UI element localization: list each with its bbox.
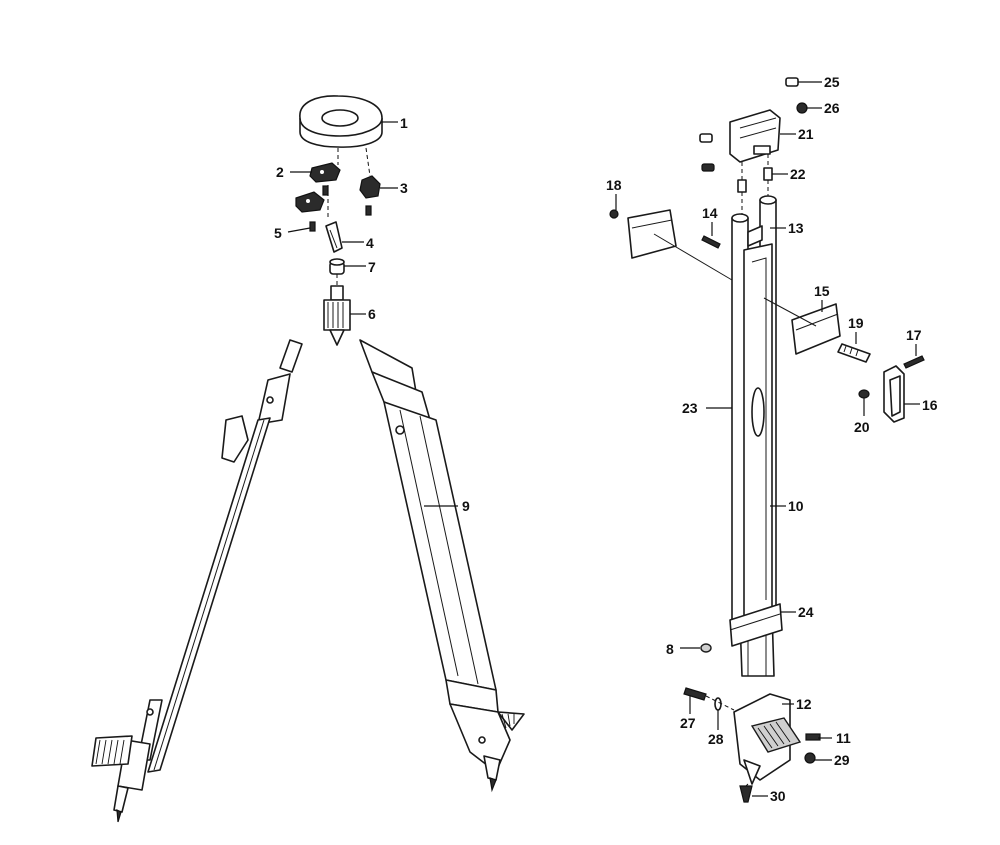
callout-28: 28 [708,731,724,747]
leg-hinge-bracket-3 [359,175,381,199]
bolt-19 [837,343,871,363]
left-tripod-leg [91,339,303,823]
callout-19: 19 [848,315,864,331]
clamp-plate-4 [325,221,343,253]
callout-16: 16 [922,397,938,413]
callout-10: 10 [788,498,804,514]
leg-upper-tube-23 [731,195,777,641]
screw-17 [903,355,925,369]
callout-15: 15 [814,283,830,299]
callout-6: 6 [368,306,376,322]
lower-clamp-24 [729,603,783,647]
callout-21: 21 [798,126,814,142]
quick-release-lever-16 [883,365,905,423]
washer-28 [714,697,722,711]
center-screw-6 [323,285,351,346]
callout-17: 17 [906,327,922,343]
callout-4: 4 [366,235,374,251]
callout-27: 27 [680,715,696,731]
callout-24: 24 [798,604,814,620]
nut-20 [858,389,870,399]
callout-13: 13 [788,220,804,236]
hinge-screw-26 [796,102,808,114]
callout-22: 22 [790,166,806,182]
callout-3: 3 [400,180,408,196]
callout-11: 11 [836,730,851,746]
callout-5: 5 [274,225,282,241]
spike-30 [739,785,753,803]
callout-2: 2 [276,164,284,180]
callout-12: 12 [796,696,812,712]
foot-12 [733,693,802,785]
leg-hinge-bracket-5 [295,191,325,213]
screw-11 [805,733,821,741]
callout-26: 26 [824,100,840,116]
clamp-plate-15 [791,303,841,355]
callout-20: 20 [854,419,870,435]
callout-14: 14 [702,205,718,221]
nut-29 [804,752,816,764]
hinge-pin-25 [785,77,799,87]
callout-7: 7 [368,259,376,275]
washer-8 [700,643,712,653]
callout-1: 1 [400,115,408,131]
callout-29: 29 [834,752,850,768]
hinge-pin-left [699,133,715,172]
screw-14 [701,235,721,249]
center-tripod-leg-9 [359,339,525,793]
spacers-22 [737,167,773,193]
screw-27 [683,687,707,701]
small-screws-head [309,185,372,232]
callout-25: 25 [824,74,840,90]
callout-18: 18 [606,177,622,193]
callout-30: 30 [770,788,786,804]
bushing-7 [329,258,345,275]
clamp-plate-18 [609,209,677,259]
tripod-head-plate [299,95,383,148]
top-hinge-21 [729,109,781,163]
leg-hinge-bracket-2 [309,162,341,183]
callout-9: 9 [462,498,470,514]
callout-23: 23 [682,400,698,416]
callout-8: 8 [666,641,674,657]
